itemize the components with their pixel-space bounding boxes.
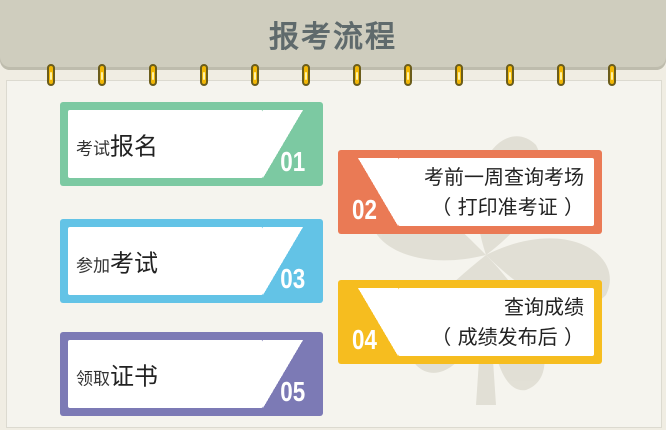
page-title: 报考流程 — [269, 20, 397, 55]
binder-ring — [557, 64, 565, 86]
step-text: 查询成绩 （ 成绩发布后 ） — [431, 292, 584, 352]
binder-ring — [506, 64, 514, 86]
binder-ring — [98, 64, 106, 86]
binder-ring — [608, 64, 616, 86]
step-text-line1: 查询成绩 — [504, 295, 584, 319]
step-card-check-room[interactable]: 考前一周查询考场 （ 打印准考证 ） 02 — [338, 150, 602, 234]
step-card-register[interactable]: 考试报名 01 — [60, 102, 323, 186]
step-number: 05 — [280, 376, 305, 407]
binder-ring — [353, 64, 361, 86]
step-label-small: 考试 — [76, 139, 110, 160]
binder-ring — [251, 64, 259, 86]
step-number: 04 — [352, 324, 377, 355]
step-number: 03 — [280, 263, 305, 294]
step-card-exam[interactable]: 参加考试 03 — [60, 219, 323, 303]
step-card-panel — [358, 288, 594, 356]
step-label: 领取证书 — [76, 357, 158, 392]
step-text-line1: 考前一周查询考场 — [424, 165, 584, 189]
step-label: 考试报名 — [76, 127, 158, 162]
step-card-panel — [358, 158, 594, 226]
step-label-big: 证书 — [110, 362, 158, 391]
binder-ring — [47, 64, 55, 86]
step-label-big: 报名 — [110, 132, 158, 161]
binder-ring — [200, 64, 208, 86]
step-label-big: 考试 — [110, 249, 158, 278]
step-number: 02 — [352, 194, 377, 225]
binder-ring — [455, 64, 463, 86]
binder-ring — [149, 64, 157, 86]
step-card-panel — [68, 340, 303, 408]
step-label-small: 领取 — [76, 369, 110, 390]
step-text: 考前一周查询考场 （ 打印准考证 ） — [424, 162, 584, 222]
step-card-panel — [68, 110, 303, 178]
step-label: 参加考试 — [76, 244, 158, 279]
step-card-panel — [68, 227, 303, 295]
header-bar: 报考流程 — [0, 0, 666, 70]
step-number: 01 — [280, 146, 305, 177]
step-card-certificate[interactable]: 领取证书 05 — [60, 332, 323, 416]
step-label-small: 参加 — [76, 256, 110, 277]
binder-ring — [404, 64, 412, 86]
step-text-line2: （ 成绩发布后 ） — [431, 325, 584, 349]
step-text-line2: （ 打印准考证 ） — [431, 195, 584, 219]
binder-ring — [302, 64, 310, 86]
step-card-check-score[interactable]: 查询成绩 （ 成绩发布后 ） 04 — [338, 280, 602, 364]
